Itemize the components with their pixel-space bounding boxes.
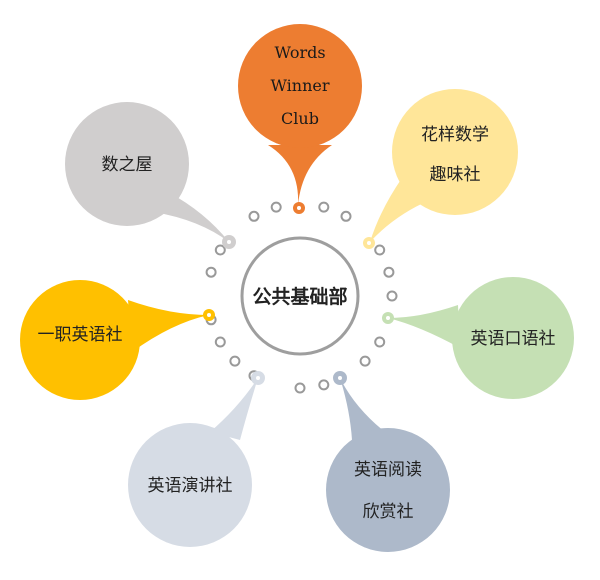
club-math-bubble (392, 89, 518, 215)
club-reading-bubble (326, 428, 450, 552)
club-math-anchor-dot (367, 241, 371, 245)
club-reading-line-1: 英语阅读 (354, 460, 422, 480)
ring-dot (294, 382, 306, 394)
club-vocational-english-line-1: 一职英语社 (38, 325, 123, 345)
ring-dot (318, 201, 330, 213)
ring-dot (270, 201, 282, 213)
club-words-winner-line-3: Club (281, 109, 319, 128)
center-node: 公共基础部 (240, 236, 360, 356)
ring-dot (248, 210, 260, 222)
club-oral-english-anchor-dot (386, 316, 390, 320)
club-words-winner-bubble (238, 24, 362, 148)
club-math-house: 数之屋 (65, 102, 236, 249)
ring-dot (318, 379, 330, 391)
ring-dot (374, 336, 386, 348)
club-vocational-english-anchor-dot (207, 313, 211, 317)
club-speech: 英语演讲社 (128, 371, 265, 547)
ring-dot (386, 290, 398, 302)
club-vocational-english: 一职英语社 (20, 280, 215, 400)
club-math-house-bubble (65, 102, 189, 226)
ring-dot (340, 210, 352, 222)
club-reading-anchor-dot (338, 376, 342, 380)
club-math: 花样数学 趣味社 (363, 89, 518, 249)
club-words-winner-line-1: Words (274, 43, 325, 62)
ring-dot (229, 355, 241, 367)
club-speech-line-1: 英语演讲社 (148, 476, 233, 496)
club-vocational-english-bubble (20, 280, 140, 400)
club-speech-bubble (128, 423, 252, 547)
ring-dot (214, 336, 226, 348)
ring-dot (374, 244, 386, 256)
club-oral-english-tail (388, 305, 460, 348)
club-vocational-english-tail (128, 300, 209, 352)
club-words-winner: Words Winner Club (238, 24, 362, 214)
club-reading-line-2: 欣赏社 (363, 502, 414, 522)
ring-dot (359, 355, 371, 367)
center-label: 公共基础部 (252, 285, 347, 308)
club-words-winner-tail (268, 145, 332, 205)
club-oral-english-line-1: 英语口语社 (471, 329, 556, 349)
club-math-house-anchor-dot (227, 240, 231, 244)
club-reading-tail (340, 378, 385, 440)
club-math-house-line-1: 数之屋 (102, 155, 153, 175)
club-oral-english-bubble (452, 277, 574, 399)
club-speech-anchor-dot (256, 376, 260, 380)
club-math-line-2: 趣味社 (430, 165, 481, 185)
ring-dot (214, 244, 226, 256)
club-words-winner-anchor-dot (297, 206, 301, 210)
ring-dot (205, 266, 217, 278)
club-words-winner-line-2: Winner (270, 76, 329, 95)
club-oral-english: 英语口语社 (382, 277, 574, 399)
ring-dot (383, 266, 395, 278)
club-reading: 英语阅读 欣赏社 (326, 371, 450, 552)
club-math-line-1: 花样数学 (421, 125, 489, 145)
club-speech-tail (210, 378, 258, 440)
center-ring (240, 236, 360, 356)
